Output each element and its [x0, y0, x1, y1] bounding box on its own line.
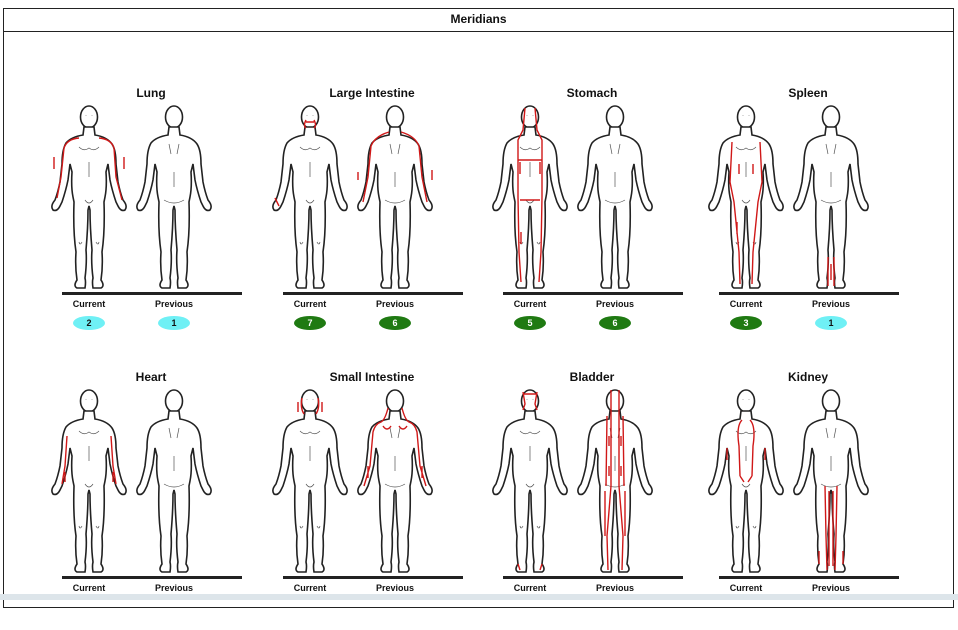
- meridian-title: Kidney: [787, 370, 828, 384]
- baseline-divider: [62, 292, 242, 295]
- current-label: Current: [513, 583, 547, 593]
- previous-score-badge: 6: [379, 316, 411, 330]
- meridian-panel-large-intestine: Large Intestine Current Previous 7 6: [262, 86, 482, 346]
- body-back-figure: [355, 102, 435, 292]
- previous-label: Previous: [375, 299, 415, 309]
- current-label: Current: [513, 299, 547, 309]
- meridian-title: Lung: [136, 86, 166, 100]
- body-front-figure: [49, 386, 129, 576]
- body-front-figure: [270, 102, 350, 292]
- current-score-badge: 7: [294, 316, 326, 330]
- body-back-figure: [355, 386, 435, 576]
- previous-label: Previous: [154, 299, 194, 309]
- baseline-divider: [283, 576, 463, 579]
- body-back-figure: [134, 386, 214, 576]
- meridian-title: Heart: [135, 370, 167, 384]
- baseline-divider: [503, 576, 683, 579]
- meridian-panel-spleen: Spleen Current Previous 3 1: [698, 86, 918, 346]
- current-score-badge: 5: [514, 316, 546, 330]
- current-score-badge: 2: [73, 316, 105, 330]
- previous-label: Previous: [595, 583, 635, 593]
- baseline-divider: [62, 576, 242, 579]
- baseline-divider: [283, 292, 463, 295]
- body-front-figure: [270, 386, 350, 576]
- previous-label: Previous: [595, 299, 635, 309]
- current-label: Current: [729, 299, 763, 309]
- body-front-figure: [490, 102, 570, 292]
- baseline-divider: [719, 292, 899, 295]
- meridian-title: Large Intestine: [329, 86, 415, 100]
- current-label: Current: [729, 583, 763, 593]
- body-back-figure: [134, 102, 214, 292]
- meridian-panel-stomach: Stomach Current Previous 5 6: [482, 86, 702, 346]
- window-bottom-edge: [0, 594, 958, 600]
- meridian-title: Stomach: [566, 86, 618, 100]
- previous-label: Previous: [154, 583, 194, 593]
- meridian-panel-bladder: Bladder Current Previous: [482, 370, 702, 630]
- baseline-divider: [719, 576, 899, 579]
- current-label: Current: [72, 583, 106, 593]
- body-back-figure: [575, 102, 655, 292]
- current-label: Current: [72, 299, 106, 309]
- body-front-figure: [49, 102, 129, 292]
- page-title: Meridians: [4, 9, 953, 32]
- current-label: Current: [293, 299, 327, 309]
- current-score-badge: 3: [730, 316, 762, 330]
- body-back-figure: [791, 102, 871, 292]
- body-back-figure: [791, 386, 871, 576]
- previous-score-badge: 6: [599, 316, 631, 330]
- body-front-figure: [706, 386, 786, 576]
- previous-label: Previous: [375, 583, 415, 593]
- baseline-divider: [503, 292, 683, 295]
- previous-label: Previous: [811, 583, 851, 593]
- previous-score-badge: 1: [815, 316, 847, 330]
- meridian-title: Small Intestine: [329, 370, 415, 384]
- body-front-figure: [706, 102, 786, 292]
- meridian-title: Bladder: [569, 370, 615, 384]
- previous-score-badge: 1: [158, 316, 190, 330]
- body-back-figure: [575, 386, 655, 576]
- meridian-panel-small-intestine: Small Intestine Current Previous: [262, 370, 482, 630]
- meridian-panel-lung: Lung Current Previous 2 1: [41, 86, 261, 346]
- meridian-panel-heart: Heart Current Previous: [41, 370, 261, 630]
- meridian-panel-kidney: Kidney Current Previous: [698, 370, 918, 630]
- current-label: Current: [293, 583, 327, 593]
- meridian-title: Spleen: [788, 86, 828, 100]
- body-front-figure: [490, 386, 570, 576]
- previous-label: Previous: [811, 299, 851, 309]
